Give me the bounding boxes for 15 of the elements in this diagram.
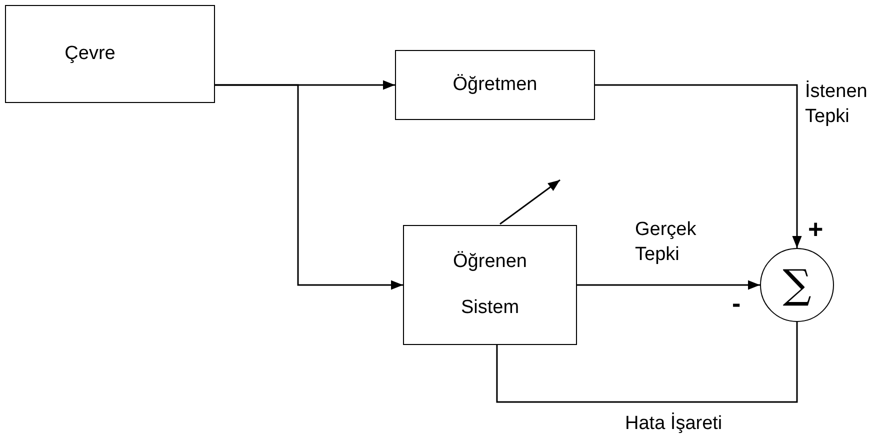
process-box: [5, 5, 215, 103]
box-label: Öğrenen Sistem: [452, 250, 528, 320]
edge-label: Hata İşareti: [625, 412, 722, 436]
sign-label: +: [808, 216, 824, 242]
box-label: Öğretmen: [452, 74, 538, 96]
sign-label: -: [732, 290, 741, 316]
connector-line: [577, 280, 760, 290]
edge-label: Gerçek Tepki: [635, 218, 698, 267]
edge-label: İstenen Tepki: [805, 80, 868, 129]
process-box: [403, 225, 577, 345]
connector-line: [595, 84, 802, 248]
sum-symbol: ∑: [782, 265, 812, 305]
process-box: [395, 50, 595, 120]
connector-line: [215, 84, 403, 290]
box-label: Çevre: [64, 43, 116, 65]
